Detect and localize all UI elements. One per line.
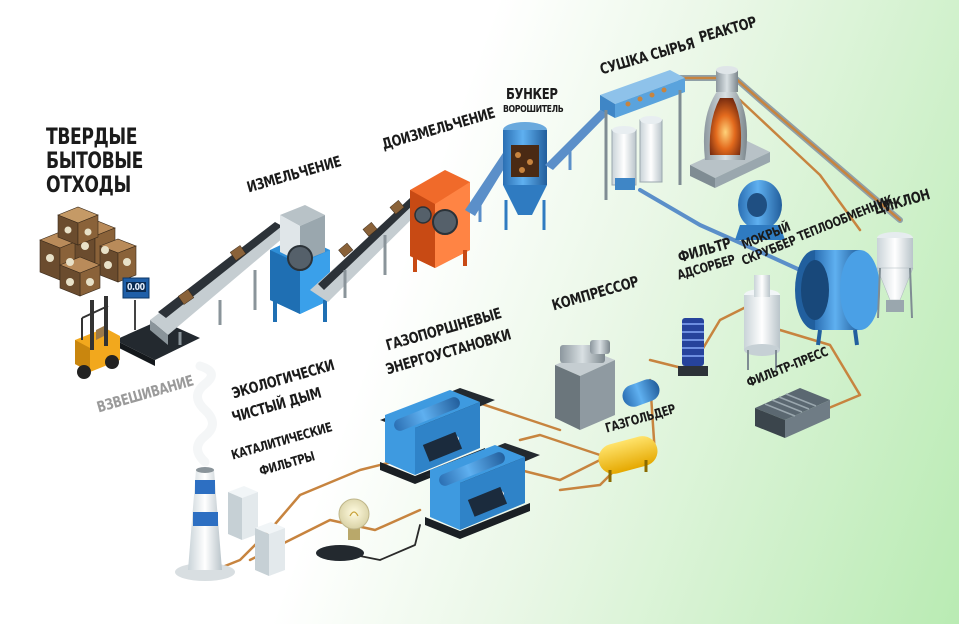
catalytic-filter-1 [228,486,258,540]
label-waste-line-1: ТВЕРДЫЕ [46,125,138,150]
waste-bales-icon [39,206,137,297]
compressor [555,340,615,430]
conveyor-4 [545,110,608,170]
gasholder [598,436,658,482]
shredder-2 [410,170,470,272]
pipeline-network [213,75,903,572]
smokestack-icon [175,467,235,581]
cyclone [876,232,914,319]
shredder-1 [270,205,330,322]
label-waste: ТВЕРДЫЕ БЫТОВЫЕ ОТХОДЫ [46,125,144,199]
filter-press [755,388,830,438]
forklift-icon [75,296,120,379]
adsorber [678,318,708,376]
gas-engine-1 [380,388,495,484]
scale-display: 0.00 [127,282,145,293]
conveyor-3 [465,150,513,222]
catalytic-filter-2 [255,522,285,576]
conveyor-1 [150,222,290,345]
wet-scrubber [735,180,785,240]
weighing-scale [115,277,200,366]
raw-material-dryer [600,70,685,200]
gas-tank [622,379,660,407]
heat-exchanger [795,250,880,346]
gas-engine-2 [425,443,540,539]
smoke [193,361,217,467]
conveyor-2 [310,198,425,302]
light-bulb-icon [316,498,370,561]
reactor [690,66,770,188]
label-waste-line-2: БЫТОВЫЕ [46,149,144,175]
label-bunker: БУНКЕР [506,85,558,103]
bunker [503,122,547,230]
filter-tank [744,275,780,370]
label-agitator: ВОРОШИТЕЛЬ [503,104,564,115]
label-waste-line-3: ОТХОДЫ [46,173,131,199]
